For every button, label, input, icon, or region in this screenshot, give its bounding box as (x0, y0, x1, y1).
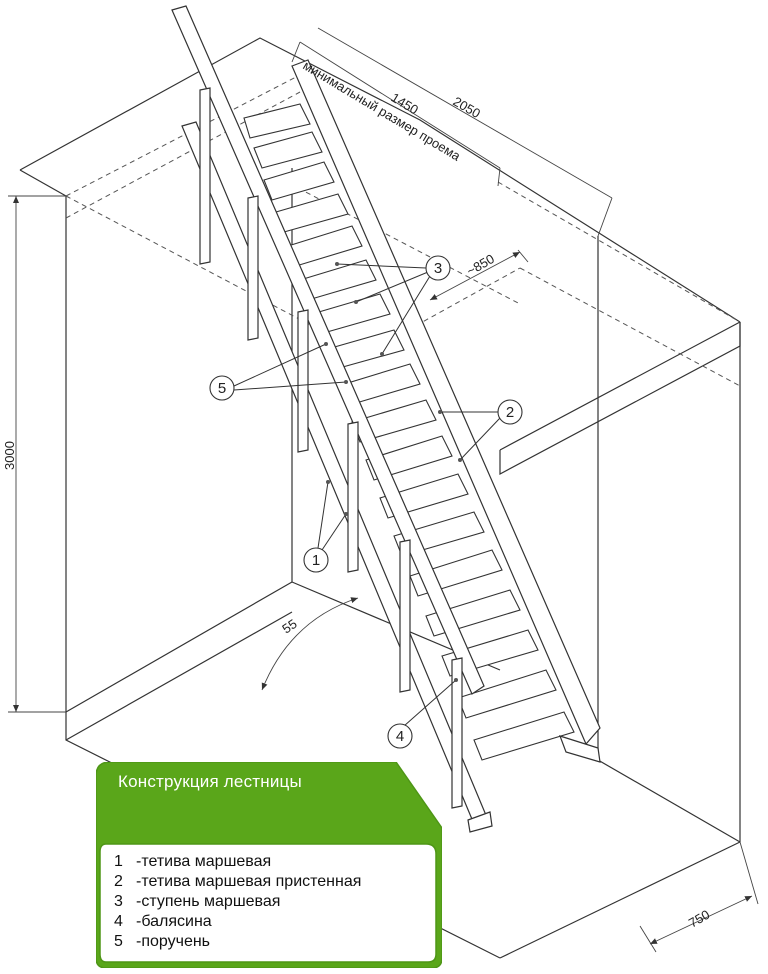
dim-2050: 2050 (451, 94, 484, 121)
dim-750: 750 (686, 907, 712, 931)
legend-item: 4-балясина (114, 913, 212, 930)
dim-55: 55 (279, 616, 299, 637)
svg-text:3: 3 (434, 260, 442, 277)
dimension-base: 750 (639, 841, 759, 953)
svg-text:4: 4 (396, 728, 404, 745)
callout-1: 1 (303, 480, 348, 573)
legend-panel: Конструкция лестницы 1-тетива маршевая 2… (96, 762, 442, 968)
wall-stringer (291, 59, 601, 746)
staircase (171, 5, 601, 833)
balusters (199, 87, 463, 809)
dimension-angle: 55 (261, 597, 359, 691)
dim-3000: 3000 (2, 441, 17, 470)
dim-850: ~850 (464, 251, 497, 279)
svg-text:2: 2 (506, 404, 514, 421)
legend-item: 3-ступень маршевая (114, 893, 281, 910)
legend-title: Конструкция лестницы (118, 772, 302, 791)
callout-2: 2 (438, 399, 523, 462)
legend-background (96, 762, 442, 968)
callout-5: 5 (209, 342, 348, 401)
legend-item: 2-тетива маршевая пристенная (114, 873, 362, 890)
callout-4: 4 (387, 678, 458, 749)
svg-text:5: 5 (218, 380, 226, 397)
legend-item: 1-тетива маршевая (114, 853, 272, 870)
front-stringer (181, 121, 489, 825)
legend-item: 5-поручень (114, 933, 211, 950)
dimension-height: 3000 (2, 195, 66, 713)
legend-list: 1-тетива маршевая 2-тетива маршевая прис… (114, 852, 361, 952)
handrail (171, 5, 485, 695)
callout-3: 3 (335, 255, 451, 356)
svg-text:1: 1 (312, 552, 320, 569)
